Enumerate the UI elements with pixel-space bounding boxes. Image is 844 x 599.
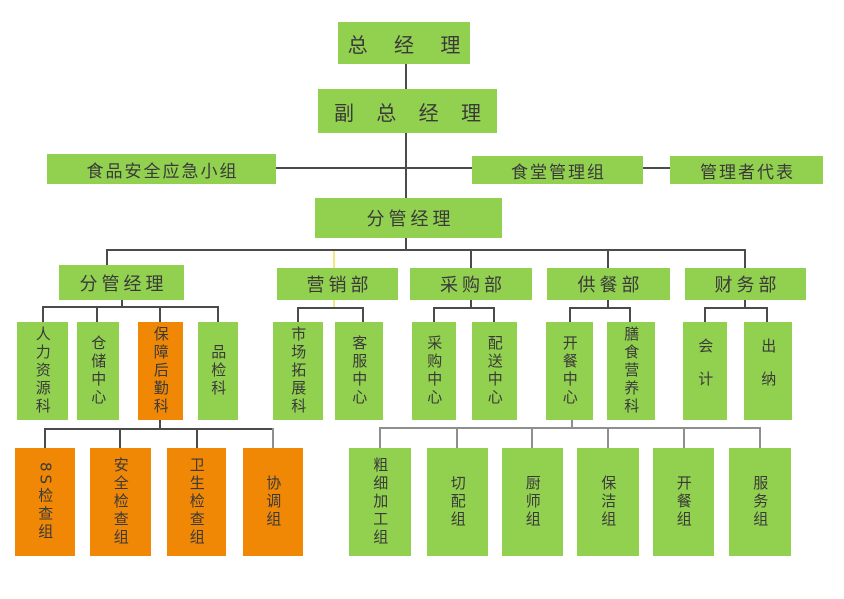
org-node-service-group: 服务组 [729, 448, 791, 556]
connector-line [272, 428, 274, 448]
org-node-canteen-management-group: 食堂管理组 [472, 156, 643, 184]
org-node-nutrition-section: 膳食营养科 [607, 322, 655, 420]
connector-line [379, 427, 381, 448]
connector-line [405, 64, 407, 89]
org-node-management-representative: 管理者代表 [670, 156, 823, 184]
connector-line [159, 306, 161, 322]
connector-line [493, 307, 495, 322]
org-node-logistics-support-section: 保障后勤科 [138, 322, 183, 420]
connector-line [433, 307, 435, 322]
connector-line [629, 307, 631, 322]
connector-line [569, 307, 631, 309]
connector-line [96, 306, 98, 322]
connector-line [159, 420, 161, 429]
org-node-cashier: 出纳 [744, 322, 792, 420]
connector-line [297, 307, 364, 309]
org-node-chef-group: 厨师组 [502, 448, 563, 556]
org-node-food-safety-emergency-group: 食品安全应急小组 [47, 154, 276, 184]
connector-line [106, 249, 746, 251]
connector-line [704, 307, 768, 309]
connector-line [276, 167, 472, 169]
connector-line [44, 428, 46, 448]
connector-line [470, 299, 472, 308]
connector-line [571, 420, 573, 428]
org-node-accounting: 会计 [683, 322, 727, 420]
connector-line [362, 307, 364, 322]
org-node-hygiene-inspection-group: 卫生检查组 [167, 448, 226, 556]
connector-line [196, 428, 198, 448]
connector-line [379, 427, 761, 429]
connector-line [683, 427, 685, 448]
org-node-market-development-section: 市场拓展科 [273, 322, 323, 420]
connector-line [121, 300, 123, 307]
org-node-marketing-dept: 营销部 [277, 268, 398, 300]
connector-line [42, 306, 219, 308]
connector-line [607, 249, 609, 268]
org-node-cutting-group: 切配组 [427, 448, 488, 556]
org-node-meal-center: 开餐中心 [546, 322, 593, 420]
connector-line [643, 167, 670, 169]
connector-line [217, 306, 219, 322]
org-node-rough-processing-group: 粗细加工组 [349, 448, 411, 556]
connector-line [42, 306, 44, 322]
org-node-deputy-general-manager: 副 总 经 理 [318, 89, 497, 133]
connector-line [106, 249, 108, 265]
connector-line [759, 427, 761, 448]
org-node-catering-dept: 供餐部 [547, 268, 670, 300]
connector-line [607, 299, 609, 308]
org-node-cleaning-group: 保洁组 [577, 448, 639, 556]
connector-line [531, 427, 533, 448]
org-node-general-manager: 总 经 理 [338, 22, 470, 64]
org-node-meal-serving-group: 开餐组 [653, 448, 714, 556]
org-node-charge-manager-2: 分管经理 [59, 265, 184, 300]
connector-line [297, 307, 299, 322]
connector-line [44, 428, 274, 430]
org-node-8s-inspection-group: 8S检查组 [15, 448, 75, 556]
org-node-finance-dept: 财务部 [685, 268, 806, 300]
org-node-warehouse-center: 仓储中心 [77, 322, 119, 420]
connector-line [405, 133, 407, 198]
org-node-charge-manager: 分管经理 [315, 198, 502, 238]
org-node-safety-inspection-group: 安全检查组 [90, 448, 151, 556]
org-node-delivery-center: 配送中心 [472, 322, 517, 420]
connector-line [405, 238, 407, 250]
connector-line [470, 249, 472, 268]
org-node-quality-inspection-section: 品检科 [198, 322, 238, 420]
connector-line [456, 427, 458, 448]
connector-line [766, 307, 768, 322]
connector-line [569, 307, 571, 322]
org-node-coordination-group: 协调组 [243, 448, 303, 556]
connector-line [744, 299, 746, 308]
connector-line [704, 307, 706, 322]
connector-line [119, 428, 121, 448]
org-node-hr-section: 人力资源科 [17, 322, 68, 420]
org-node-purchase-center: 采购中心 [412, 322, 456, 420]
connector-line [607, 427, 609, 448]
connector-line [433, 307, 495, 309]
org-node-customer-service-center: 客服中心 [335, 322, 383, 420]
org-node-purchasing-dept: 采购部 [410, 268, 532, 300]
connector-line [744, 249, 746, 268]
